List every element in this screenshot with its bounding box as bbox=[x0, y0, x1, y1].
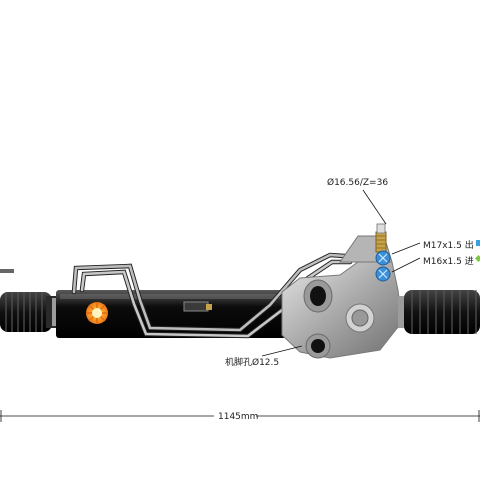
rack-tube bbox=[56, 290, 286, 338]
leader-lines bbox=[261, 189, 421, 357]
brand-logo-icon bbox=[86, 302, 108, 324]
inlet-port-cap-icon bbox=[375, 266, 391, 282]
outlet-marker-icon bbox=[476, 240, 480, 246]
pinion-spec-label: Ø16.56/Z=36 bbox=[327, 178, 389, 188]
left-boot bbox=[0, 292, 56, 332]
overall-length-label: 1145mm bbox=[218, 412, 259, 422]
length-dimension-line bbox=[0, 410, 480, 422]
outlet-port-cap-icon bbox=[375, 250, 391, 266]
outlet-port-label: M17x1.5 出 bbox=[423, 241, 474, 251]
mount-hole-label: 机脚孔Ø12.5 bbox=[225, 358, 280, 368]
hydraulic-lines bbox=[71, 252, 353, 339]
pinion-shaft bbox=[375, 223, 387, 253]
left-tie-rod bbox=[0, 269, 14, 273]
inlet-port-label: M16x1.5 进 bbox=[423, 257, 474, 267]
right-boot bbox=[398, 290, 480, 334]
